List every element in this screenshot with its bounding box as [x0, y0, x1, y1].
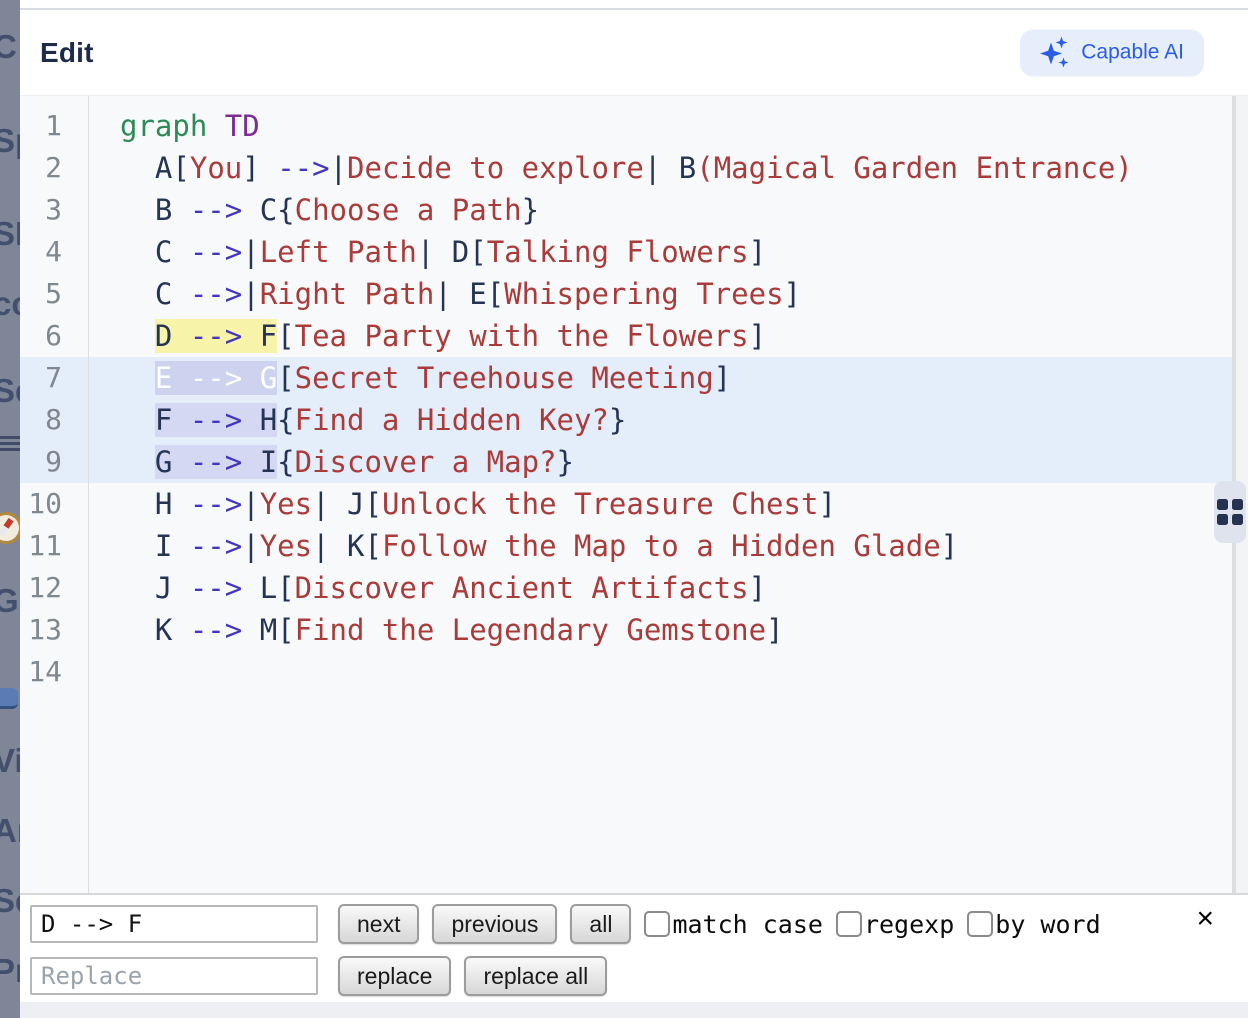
code-line-content: A[You] -->|Decide to explore| B(Magical … [120, 151, 1133, 185]
line-number: 12 [28, 571, 62, 604]
book-icon [0, 688, 18, 709]
line-number: 14 [28, 655, 62, 688]
code-line[interactable]: 13 K --> M[Find the Legendary Gemstone] [20, 609, 1233, 651]
line-number: 9 [45, 445, 62, 478]
find-previous-button[interactable]: previous [432, 904, 558, 944]
code-line-content: G --> I{Discover a Map?} [154, 445, 574, 479]
code-line[interactable]: 6 D --> F[Tea Party with the Flowers] [20, 315, 1233, 357]
line-number: 4 [45, 235, 62, 268]
grip-dots-icon [1217, 499, 1243, 525]
code-line-content: C -->|Right Path| E[Whispering Trees] [120, 277, 801, 311]
code-line-content: I -->|Yes| K[Follow the Map to a Hidden … [120, 529, 959, 563]
code-line[interactable]: 10 H -->|Yes| J[Unlock the Treasure Ches… [20, 483, 1233, 525]
capable-ai-button[interactable]: Capable AI [1020, 29, 1204, 76]
code-line[interactable]: 12 J --> L[Discover Ancient Artifacts] [20, 567, 1233, 609]
code-line[interactable]: 8 F --> H{Find a Hidden Key?} [20, 399, 1233, 441]
line-number: 5 [45, 277, 62, 310]
close-search-button[interactable]: × [1190, 901, 1220, 937]
waves-icon [0, 436, 20, 454]
code-line-content: C -->|Left Path| D[Talking Flowers] [120, 235, 767, 269]
backdrop-text-fragment: SH [0, 215, 20, 252]
code-line-content: K --> M[Find the Legendary Gemstone] [120, 613, 784, 647]
line-number: 6 [45, 319, 62, 352]
code-editor[interactable]: 1 graph TD 2 A[You] -->|Decide to explore|… [20, 95, 1233, 893]
line-number: 3 [45, 193, 62, 226]
backdrop-text-fragment: co [0, 285, 20, 322]
backdrop-text-fragment: Vi [0, 742, 20, 779]
backdrop-text-fragment: Sp [0, 122, 20, 159]
line-number: 8 [45, 403, 62, 436]
code-line[interactable]: 11 I -->|Yes| K[Follow the Map to a Hidd… [20, 525, 1233, 567]
gutter-separator [88, 95, 89, 893]
code-line[interactable]: 4 C -->|Left Path| D[Talking Flowers] [20, 231, 1233, 273]
capable-ai-label: Capable AI [1081, 40, 1184, 64]
page-backdrop-strip: CSpSHcoSeGeViArSePr [0, 0, 20, 1018]
line-number: 13 [28, 613, 62, 646]
pane-resize-handle[interactable] [1214, 481, 1246, 543]
backdrop-text-fragment: Se [0, 882, 20, 919]
search-input[interactable] [30, 905, 318, 943]
line-number: 2 [45, 151, 62, 184]
replace-button[interactable]: replace [338, 956, 452, 996]
compass-icon [0, 512, 20, 544]
code-line[interactable]: 7 E --> G[Secret Treehouse Meeting] [20, 357, 1233, 399]
match-case-option: match case [644, 910, 823, 939]
line-number: 11 [28, 529, 62, 562]
match-case-label: match case [672, 909, 823, 939]
by-word-checkbox[interactable] [967, 911, 994, 937]
backdrop-text-fragment: Ar [0, 812, 20, 849]
by-word-option: by word [967, 909, 1101, 939]
find-all-button[interactable]: all [570, 904, 632, 944]
sparkles-icon [1040, 36, 1070, 69]
backdrop-text-fragment: Pr [0, 952, 20, 989]
bottom-strip [20, 1002, 1248, 1018]
line-number: 1 [45, 109, 62, 142]
regexp-option: regexp [835, 909, 955, 939]
code-line[interactable]: 5 C -->|Right Path| E[Whispering Trees] [20, 273, 1233, 315]
code-line-content: H -->|Yes| J[Unlock the Treasure Chest] [120, 487, 836, 521]
top-border [20, 0, 1248, 10]
replace-all-button[interactable]: replace all [464, 956, 608, 996]
code-line[interactable]: 9 G --> I{Discover a Map?} [20, 441, 1233, 483]
code-lines: 1 graph TD 2 A[You] -->|Decide to explore|… [20, 105, 1233, 693]
search-replace-panel: next previous all match case regexp by w… [20, 893, 1248, 1002]
regexp-label: regexp [863, 909, 955, 939]
regexp-checkbox[interactable] [835, 911, 862, 937]
code-line-content: graph TD [120, 109, 260, 143]
code-line-content: D --> F[Tea Party with the Flowers] [154, 319, 767, 353]
backdrop-text-fragment: Se [0, 372, 20, 409]
code-line-content: E --> G[Secret Treehouse Meeting] [154, 361, 732, 395]
code-line[interactable]: 3 B --> C{Choose a Path} [20, 189, 1233, 231]
code-line[interactable]: 1 graph TD [20, 105, 1233, 147]
backdrop-text-fragment: C [0, 28, 17, 65]
backdrop-text-fragment: Ge [0, 582, 20, 619]
code-line-content: J --> L[Discover Ancient Artifacts] [120, 571, 767, 605]
code-line[interactable]: 2 A[You] -->|Decide to explore| B(Magica… [20, 147, 1233, 189]
by-word-label: by word [995, 909, 1101, 939]
replace-input[interactable] [30, 957, 318, 995]
line-number: 10 [28, 487, 62, 520]
code-line-content: F --> H{Find a Hidden Key?} [154, 403, 627, 437]
edit-panel-header: Edit Capable AI [20, 10, 1248, 96]
match-case-checkbox[interactable] [644, 911, 671, 937]
page-title: Edit [40, 36, 94, 68]
find-next-button[interactable]: next [338, 904, 420, 944]
line-number: 7 [45, 361, 62, 394]
code-line-content: B --> C{Choose a Path} [120, 193, 540, 227]
code-line[interactable]: 14 [20, 651, 1233, 693]
code-line-content [88, 651, 120, 693]
